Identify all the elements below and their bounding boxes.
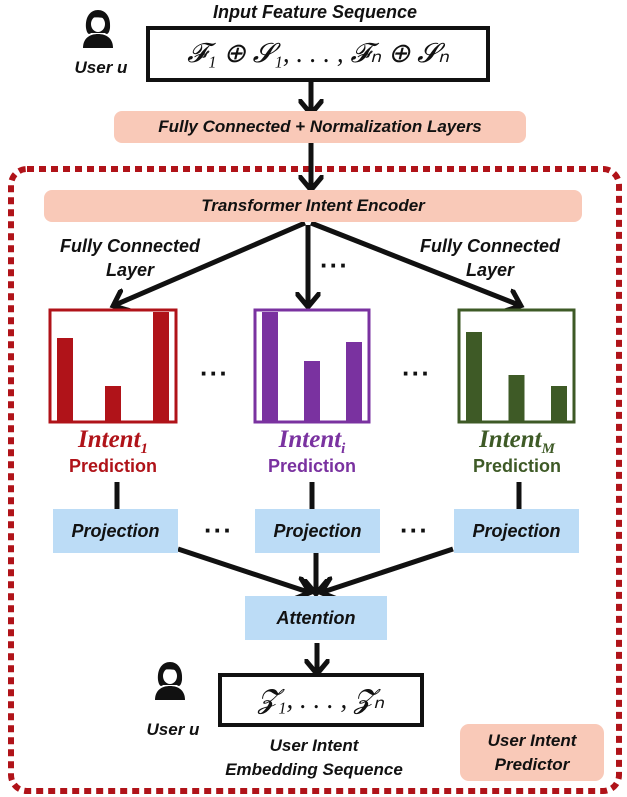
intent-2-bar-1 xyxy=(262,312,278,422)
intent-1-name: Intent xyxy=(77,426,141,453)
ellipsis-fanout: ··· xyxy=(320,250,349,280)
arrow-to-intent-1 xyxy=(115,220,306,305)
projection-label-m: Projection xyxy=(472,520,561,541)
output-caption-line2: Embedding Sequence xyxy=(225,760,403,779)
intent-2-bar-3 xyxy=(346,342,362,422)
ellipsis-charts-right: ··· xyxy=(402,358,431,388)
fc-layer-right-line2: Layer xyxy=(465,260,515,280)
intent-m-name: Intent xyxy=(479,426,542,453)
intent-i-label: Intenti xyxy=(247,426,377,458)
output-sequence-formula: 𝓩₁, . . . , 𝓩ₙ xyxy=(258,684,384,714)
projection-box-1: Projection xyxy=(53,509,178,553)
fc-normalization-label: Fully Connected + Normalization Layers xyxy=(158,117,482,136)
intent-2-bar-2 xyxy=(304,361,320,422)
intent-1-subscript: 1 xyxy=(140,441,149,457)
intent-i-name: Intent xyxy=(278,426,342,453)
attention-box: Attention xyxy=(245,596,387,640)
intent-i-prediction: Prediction xyxy=(267,456,356,476)
fc-layer-left-line2: Layer xyxy=(105,260,155,280)
projection-label-i: Projection xyxy=(273,520,362,541)
attention-label: Attention xyxy=(276,607,356,628)
transformer-encoder-box: Transformer Intent Encoder xyxy=(44,190,582,222)
input-sequence-box xyxy=(146,26,490,82)
fc-layer-right-line1: Fully Connected xyxy=(419,236,560,256)
intent-3-bar-2 xyxy=(508,375,525,422)
user-label-top: User u xyxy=(74,58,128,77)
intent-m-label: IntentM xyxy=(452,426,582,458)
fc-normalization-box: Fully Connected + Normalization Layers xyxy=(114,111,526,143)
intent-3-bar-1 xyxy=(466,332,482,422)
intent-predictor-line1: User Intent xyxy=(487,731,577,750)
ellipsis-projection-right: ··· xyxy=(400,515,429,545)
ellipsis-charts-left: ··· xyxy=(200,358,229,388)
arrow-projm-to-attention xyxy=(323,546,454,592)
transformer-encoder-label: Transformer Intent Encoder xyxy=(201,196,425,215)
output-caption-line1: User Intent xyxy=(269,736,359,755)
ellipsis-projection-left: ··· xyxy=(204,515,233,545)
user-icon xyxy=(155,662,185,700)
output-sequence-box xyxy=(218,673,424,727)
input-feature-title: Input Feature Sequence xyxy=(212,2,418,22)
intent-1-prediction: Prediction xyxy=(68,456,157,476)
intent-1-bar-3 xyxy=(153,312,169,422)
intent-predictor-region xyxy=(8,166,622,794)
intent-1-bar-1 xyxy=(57,338,73,422)
fc-layer-left-line1: Fully Connected xyxy=(59,236,200,256)
intent-bars xyxy=(57,312,567,422)
intent-predictor-label-box xyxy=(460,724,604,781)
intent-i-subscript: i xyxy=(341,441,346,457)
projection-box-i: Projection xyxy=(255,509,380,553)
input-sequence-formula: 𝓕₁ ⊕ 𝓢₁, . . . , 𝓕ₙ ⊕ 𝓢ₙ xyxy=(187,38,449,68)
projection-box-m: Projection xyxy=(454,509,579,553)
arrow-to-intent-m xyxy=(310,220,519,305)
intent-1-bar-2 xyxy=(105,386,121,422)
intent-3-bar-3 xyxy=(551,386,567,422)
user-icon xyxy=(83,10,113,48)
intent-m-subscript: M xyxy=(541,441,555,457)
intent-m-prediction: Prediction xyxy=(472,456,561,476)
user-label-bottom: User u xyxy=(146,720,200,739)
arrow-proj1-to-attention xyxy=(177,546,308,592)
projection-label-1: Projection xyxy=(71,520,160,541)
intent-predictor-line2: Predictor xyxy=(494,755,570,774)
intent-1-label: Intent1 xyxy=(48,426,178,458)
